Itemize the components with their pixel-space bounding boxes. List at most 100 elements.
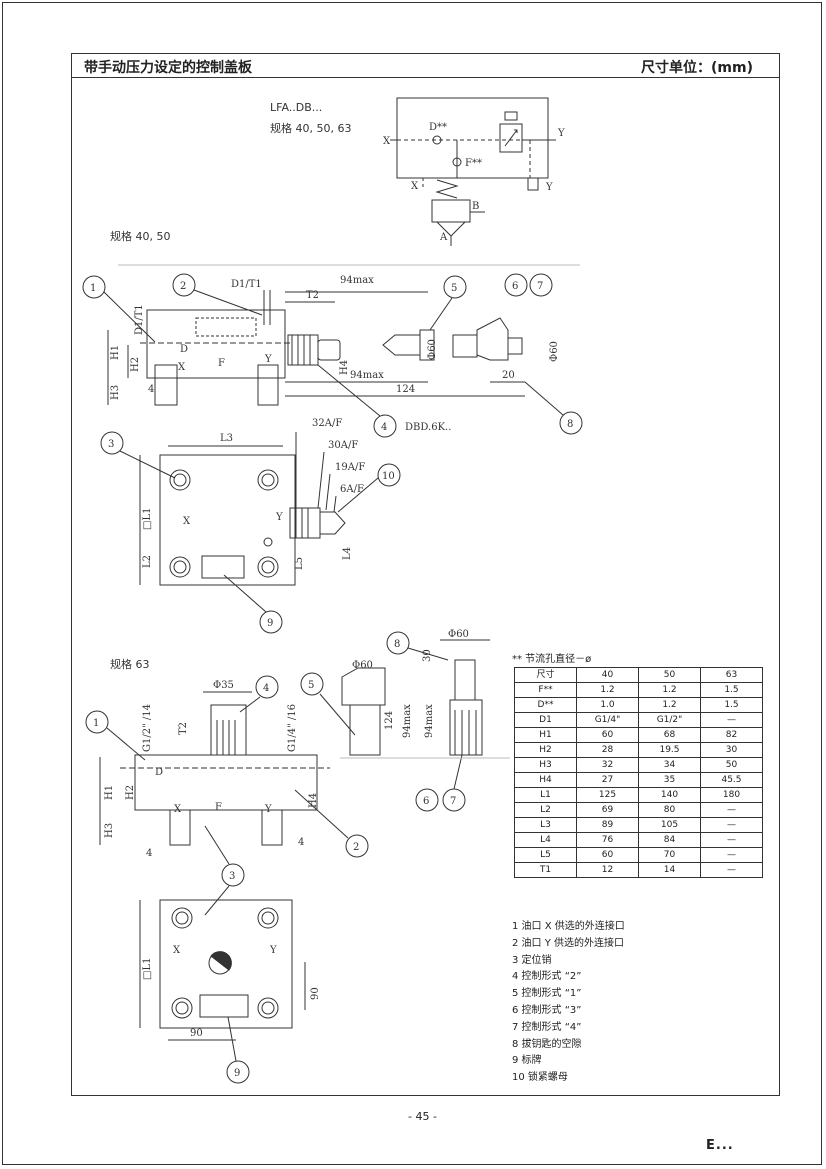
svg-text:94max: 94max	[402, 704, 413, 738]
legend-item: 9 标牌	[512, 1055, 542, 1067]
svg-text:D**: D**	[429, 122, 447, 133]
svg-text:19A/F: 19A/F	[335, 462, 365, 473]
svg-text:□L1: □L1	[142, 958, 153, 980]
table-cell: 60	[576, 847, 639, 863]
callout-2-63: 2	[353, 842, 359, 853]
svg-text:□L1: □L1	[142, 508, 153, 530]
table-cell: 50	[700, 757, 763, 773]
table-cell: 80	[638, 802, 701, 818]
svg-text:L5: L5	[294, 557, 305, 570]
callout-7-63: 7	[450, 796, 456, 807]
legend-item: 10 锁紧螺母	[512, 1072, 568, 1084]
table-cell: L4	[514, 832, 577, 848]
svg-text:X: X	[173, 945, 181, 956]
table-cell: 140	[638, 787, 701, 803]
table-cell: 82	[700, 727, 763, 743]
legend-item: 1 油口 X 供选的外连接口	[512, 921, 625, 932]
svg-text:Y: Y	[264, 804, 272, 815]
legend-item: 8 拔钥匙的空隙	[512, 1038, 582, 1050]
svg-text:Φ60: Φ60	[352, 660, 373, 671]
table-cell: H3	[514, 757, 577, 773]
table-cell: —	[700, 817, 763, 833]
svg-text:Φ60: Φ60	[427, 339, 438, 360]
svg-text:X: X	[183, 516, 191, 527]
table-cell: H2	[514, 742, 577, 758]
table-cell: 76	[576, 832, 639, 848]
table-cell: L2	[514, 802, 577, 818]
svg-text:L3: L3	[220, 433, 233, 444]
legend-list: 1 油口 X 供选的外连接口 2 油口 Y 供选的外连接口 3 定位销 4 控制…	[512, 919, 625, 1087]
svg-text:X: X	[411, 181, 419, 192]
svg-text:G1/2" /14: G1/2" /14	[142, 704, 153, 752]
table-cell: 1.2	[638, 697, 701, 713]
table-cell: 1.5	[700, 697, 763, 713]
table-cell: L1	[514, 787, 577, 803]
table-cell: 1.2	[576, 682, 639, 698]
callout-3-63: 3	[229, 871, 235, 882]
page-title: 带手动压力设定的控制盖板	[84, 60, 252, 76]
table-cell: T1	[514, 862, 577, 878]
table-cell: 69	[576, 802, 639, 818]
table-cell: 30	[700, 742, 763, 758]
svg-text:20: 20	[502, 370, 515, 381]
svg-text:T2: T2	[306, 290, 319, 301]
legend-item: 5 控制形式 “1”	[512, 988, 582, 1000]
legend-item: 6 控制形式 “3”	[512, 1004, 582, 1016]
svg-text:H4: H4	[339, 360, 350, 375]
callout-4: 4	[381, 422, 387, 433]
svg-text:B: B	[472, 201, 479, 212]
relief-valve-symbol	[499, 123, 523, 153]
svg-text:4: 4	[146, 848, 152, 859]
svg-text:H1: H1	[110, 345, 121, 360]
legend-item: 7 控制形式 “4”	[512, 1021, 582, 1033]
view-63: 规格 63 8 Φ60 30 Φ35 4 T2 5 Φ60 124 94max …	[85, 629, 510, 1084]
svg-text:Y: Y	[264, 354, 272, 365]
svg-text:30: 30	[422, 649, 433, 662]
table-header-cell: 40	[576, 667, 639, 683]
table-cell: 68	[638, 727, 701, 743]
cartridge-valve-symbol	[431, 199, 471, 223]
callout-5: 5	[451, 283, 457, 294]
view-40-50-side: 规格 40, 50 1 2 D1/T1 D1/T1 94max T2 H1 H2…	[82, 229, 583, 438]
svg-text:90: 90	[190, 1028, 203, 1039]
table-cell: L3	[514, 817, 577, 833]
svg-text:32A/F: 32A/F	[312, 418, 342, 429]
table-cell: 89	[576, 817, 639, 833]
table-cell: 1.0	[576, 697, 639, 713]
svg-text:F: F	[215, 802, 222, 813]
svg-text:Y: Y	[275, 512, 283, 523]
table-cell: —	[700, 802, 763, 818]
callout-9: 9	[267, 618, 273, 629]
table-cell: 28	[576, 742, 639, 758]
page-number: - 45 -	[408, 1110, 437, 1123]
table-cell: 45.5	[700, 772, 763, 788]
svg-text:D: D	[180, 344, 188, 355]
svg-text:124: 124	[396, 384, 415, 395]
callout-8: 8	[567, 419, 573, 430]
table-cell: F**	[514, 682, 577, 698]
panel-header: 带手动压力设定的控制盖板 尺寸单位：(mm)	[72, 54, 779, 78]
callout-5-63: 5	[308, 680, 314, 691]
table-cell: G1/4"	[576, 712, 639, 728]
legend-item: 3 定位销	[512, 954, 552, 966]
table-cell: 32	[576, 757, 639, 773]
table-cell: 19.5	[638, 742, 701, 758]
svg-text:90: 90	[310, 987, 321, 1000]
svg-text:F**: F**	[465, 158, 482, 169]
svg-text:Φ60: Φ60	[448, 629, 469, 640]
callout-6: 6	[512, 281, 518, 292]
table-cell: 12	[576, 862, 639, 878]
table-cell: G1/2"	[638, 712, 701, 728]
table-cell: —	[700, 862, 763, 878]
